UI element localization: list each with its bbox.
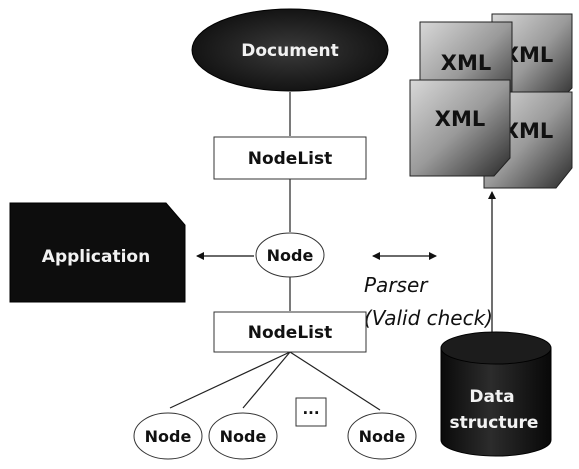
data-structure-label-line2: structure: [450, 413, 539, 433]
data-structure-cylinder: Data structure: [440, 331, 552, 457]
xml-label-back-left: XML: [441, 51, 491, 75]
application-block: Application: [9, 202, 186, 303]
child-node-3: Node: [347, 412, 417, 460]
node-center-label: Node: [267, 246, 314, 265]
document-node: Document: [191, 8, 389, 92]
child-node-2-label: Node: [220, 427, 267, 446]
xml-label-front-right: XML: [503, 119, 553, 143]
application-label: Application: [42, 247, 150, 267]
nodelist-bottom-label: NodeList: [248, 323, 333, 343]
child-node-1: Node: [133, 412, 203, 460]
node-center: Node: [255, 232, 325, 278]
xml-documents: XML XML XML XML: [409, 13, 573, 189]
child-node-2: Node: [208, 412, 278, 460]
child-node-3-label: Node: [359, 427, 406, 446]
document-label: Document: [241, 41, 338, 61]
parser-valid-check-label: (Valid check): [364, 306, 493, 330]
child-node-1-label: Node: [145, 427, 192, 446]
parser-label: Parser: [364, 273, 429, 297]
data-structure-label-line1: Data: [469, 387, 514, 407]
parser-label-group: Parser (Valid check): [364, 273, 493, 330]
connector-nodelist-child-1: [169, 351, 291, 409]
nodelist-bottom: NodeList: [213, 311, 367, 353]
xml-label-front-left: XML: [435, 107, 485, 131]
nodelist-top: NodeList: [213, 136, 367, 180]
ellipsis-label: ...: [302, 400, 319, 418]
nodelist-top-label: NodeList: [248, 149, 333, 169]
ellipsis-box: ...: [295, 397, 327, 427]
connectors: [169, 92, 381, 411]
connector-nodelist-child-2: [242, 351, 291, 409]
connector-nodelist-child-3: [289, 351, 381, 411]
xml-doc-front-left: XML: [409, 79, 511, 177]
